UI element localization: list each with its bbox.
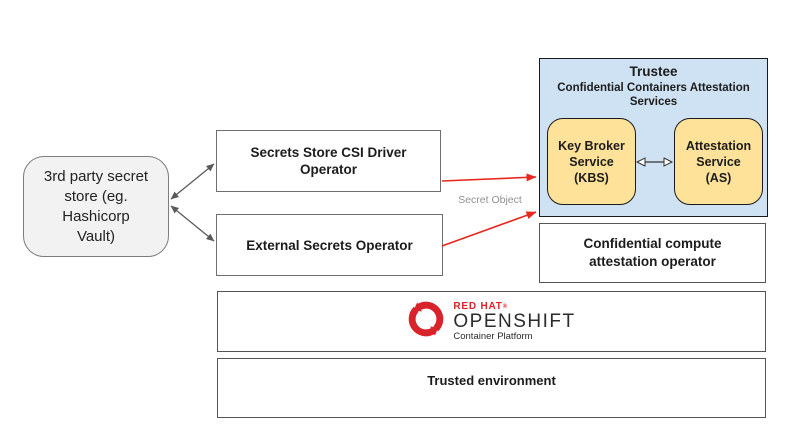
- attestation-service-node: Attestation Service (AS): [674, 118, 763, 205]
- openshift-logo: RED HAT® OPENSHIFT Container Platform: [407, 300, 575, 343]
- trustee-container: Trustee Confidential Containers Attestat…: [539, 58, 768, 217]
- arrow-store-to-external-secrets: [170, 205, 215, 242]
- arrow-store-to-csi-operator: [170, 163, 215, 200]
- redhat-brand-text: RED HAT: [453, 300, 503, 312]
- trusted-environment-band: Trusted environment: [217, 358, 766, 418]
- third-party-secret-store-node: 3rd party secret store (eg. Hashicorp Va…: [23, 156, 169, 257]
- trustee-subtitle: Confidential Containers Attestation Serv…: [557, 82, 750, 108]
- confidential-compute-attestation-operator-node: Confidential compute attestation operato…: [539, 223, 766, 283]
- arrow-csi-to-kbs: [441, 173, 537, 182]
- openshift-platform-band: RED HAT® OPENSHIFT Container Platform: [217, 291, 766, 352]
- openshift-product-text: OPENSHIFT: [453, 310, 576, 332]
- key-broker-service-node: Key Broker Service (KBS): [547, 118, 636, 205]
- openshift-rings-icon: [407, 300, 445, 343]
- csi-driver-operator-node: Secrets Store CSI Driver Operator: [216, 130, 441, 192]
- arrow-external-secrets-to-trustee: [441, 211, 537, 247]
- trademark-symbol: ®: [502, 303, 508, 310]
- external-secrets-operator-node: External Secrets Operator: [216, 214, 443, 276]
- container-platform-text: Container Platform: [453, 330, 533, 342]
- openshift-wordmark: RED HAT® OPENSHIFT Container Platform: [453, 300, 576, 342]
- trustee-title: Trustee: [629, 64, 678, 79]
- secret-object-label: Secret Object: [458, 194, 522, 206]
